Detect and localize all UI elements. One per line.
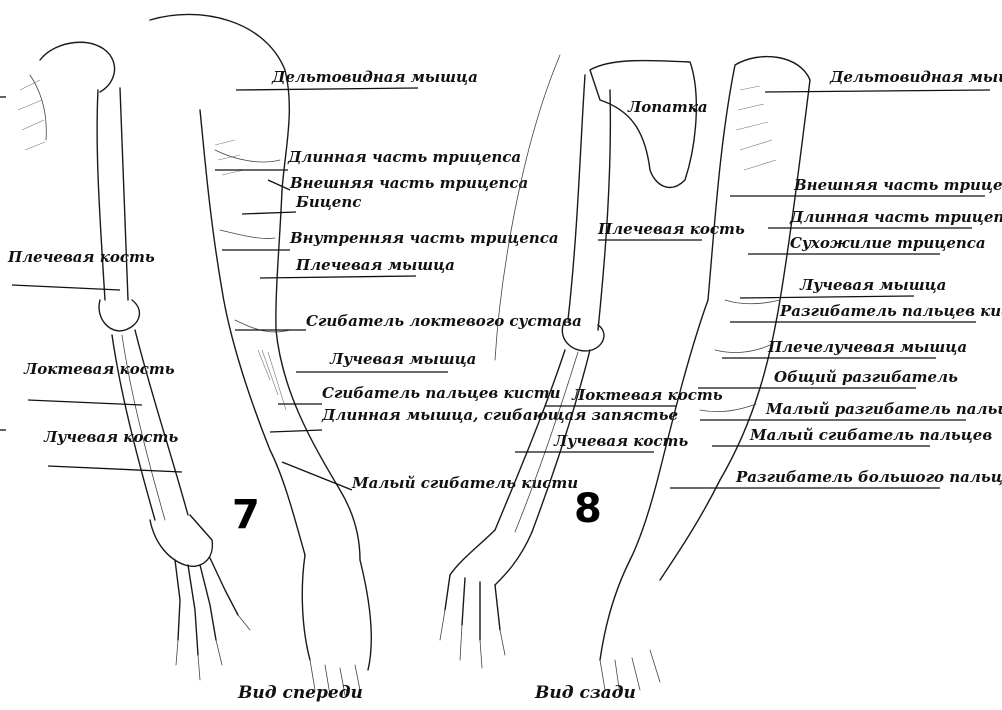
back-label-0: Дельтовидная мышца	[829, 68, 1002, 86]
front-label-8: Сгибатель пальцев кисти	[322, 384, 561, 402]
front-caption: Вид спереди	[237, 683, 363, 703]
front-label-4: Внутренняя часть трицепса	[289, 229, 559, 247]
front-leader-radius	[48, 466, 182, 472]
back-caption: Вид сзади	[534, 683, 636, 703]
back-leader-0	[765, 90, 990, 92]
back-label-radius: Лучевая кость	[553, 432, 688, 450]
front-label-5: Плечевая мышца	[295, 256, 455, 274]
back-label-7: Общий разгибатель	[774, 368, 958, 386]
back-view-figure: Лопатка Плечевая кость Локтевая кость Лу…	[440, 55, 1002, 703]
back-muscle-labels: Дельтовидная мышца Внешняя часть трицепс…	[670, 68, 1002, 488]
front-label-6: Сгибатель локтевого сустава	[306, 312, 582, 330]
back-label-3: Сухожилие трицепса	[790, 234, 986, 252]
back-label-2: Длинная часть трицепса	[789, 208, 1002, 226]
front-leader-10	[282, 462, 352, 490]
front-view-figure: Плечевая кость Локтевая кость Лучевая ко…	[7, 14, 678, 703]
back-label-ulna: Локтевая кость	[571, 386, 723, 404]
front-leader-2	[268, 180, 290, 190]
back-label-humerus: Плечевая кость	[597, 220, 745, 238]
back-label-5: Разгибатель пальцев кисти	[779, 302, 1002, 320]
front-leader-0	[236, 88, 418, 90]
back-label-6: Плечелучевая мышца	[767, 338, 967, 356]
front-leader-3	[242, 212, 296, 214]
front-label-1: Длинная часть трицепса	[287, 148, 521, 166]
front-label-2: Внешняя часть трицепса	[289, 174, 528, 192]
front-label-humerus: Плечевая кость	[7, 248, 155, 266]
front-label-7: Лучевая мышца	[329, 350, 476, 368]
front-label-9: Длинная мышца, сгибающая запястье	[321, 406, 678, 424]
front-muscle-labels: Дельтовидная мышца Длинная часть трицепс…	[215, 68, 678, 492]
back-figure-number: 8	[574, 486, 602, 532]
back-label-1: Внешняя часть трицепса	[793, 176, 1002, 194]
front-label-3: Бицепс	[295, 193, 361, 211]
front-label-0: Дельтовидная мышца	[271, 68, 478, 86]
back-label-4: Лучевая мышца	[799, 276, 946, 294]
front-label-10: Малый сгибатель кисти	[351, 474, 578, 492]
front-leader-9	[270, 430, 322, 432]
back-label-10: Разгибатель большого пальца	[735, 468, 1002, 486]
front-label-radius: Лучевая кость	[43, 428, 178, 446]
front-label-ulna: Локтевая кость	[23, 360, 175, 378]
front-figure-number: 7	[232, 492, 260, 538]
back-leader-4	[740, 296, 914, 298]
front-leader-5	[260, 276, 416, 278]
back-label-8: Малый разгибатель пальцев	[765, 400, 1002, 418]
back-skeleton-drawing	[440, 55, 696, 668]
back-label-scapula: Лопатка	[627, 98, 708, 116]
back-label-9: Малый сгибатель пальцев	[749, 426, 992, 444]
